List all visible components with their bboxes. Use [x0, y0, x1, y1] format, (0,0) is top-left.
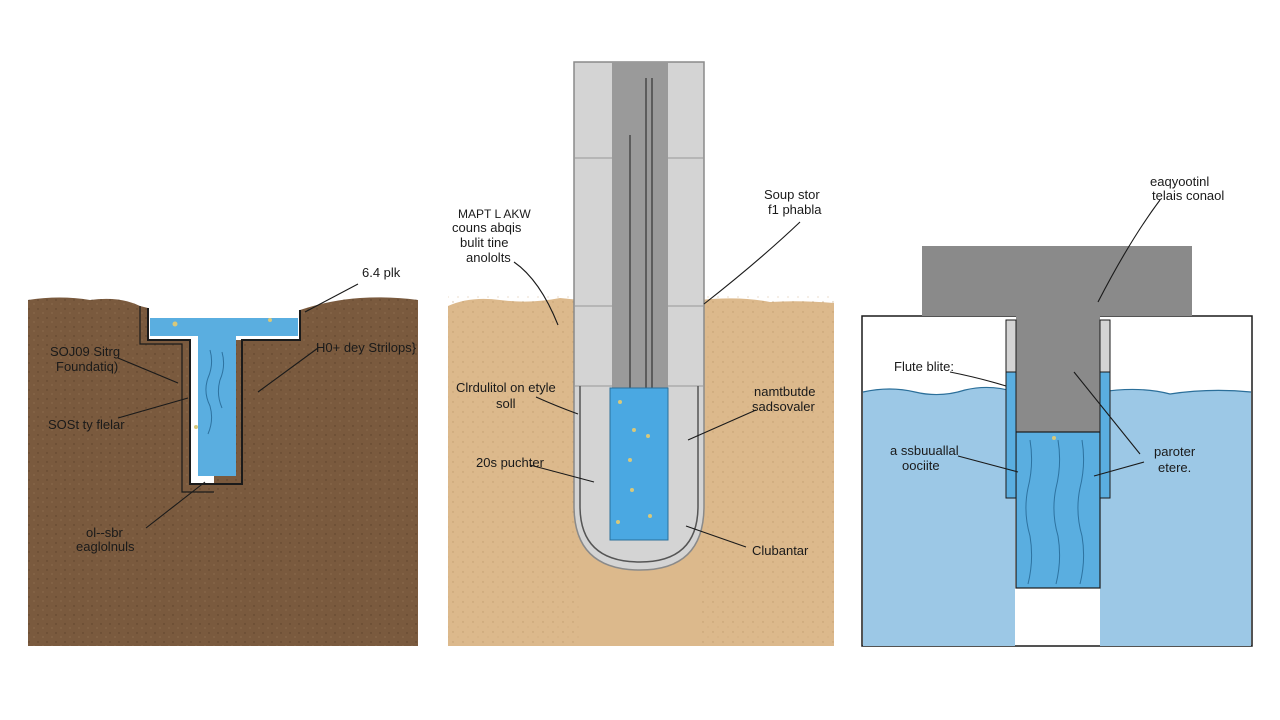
pier-shaft: [1015, 431, 1101, 589]
panel-strip-footing: 6.4 plk H0+ dey Strilops} SOJ09 Sitrg Fo…: [28, 265, 418, 646]
pier-cap: [922, 246, 1192, 316]
label-etere: etere.: [1158, 460, 1191, 475]
label-sbr-1: ol--sbr: [86, 525, 124, 540]
label-6-4-plk: 6.4 plk: [362, 265, 401, 280]
pier-column: [1016, 316, 1100, 432]
label-namtbutde: namtbutde: [754, 384, 815, 399]
label-soll: soll: [496, 396, 516, 411]
label-flute: Flute blite:: [894, 359, 954, 374]
label-sadsovaler: sadsovaler: [752, 399, 816, 414]
label-mapt: MAPT L AKW: [458, 207, 531, 221]
label-bulit: bulit tine: [460, 235, 508, 250]
shaft-water: [609, 387, 669, 541]
label-anololts: anololts: [466, 250, 511, 265]
label-ssbuuallal: a ssbuuallal: [890, 443, 959, 458]
label-couns: couns abqis: [452, 220, 522, 235]
label-footing-2: Foundatiq): [56, 359, 118, 374]
label-footing-1: SOJ09 Sitrg: [50, 344, 120, 359]
panel-drilled-shaft: MAPT L AKW couns abqis bulit tine anolol…: [448, 61, 834, 646]
label-clubantar: Clubantar: [752, 543, 809, 558]
label-strilops: H0+ dey Strilops}: [316, 340, 417, 355]
label-oociite: oociite: [902, 458, 940, 473]
label-paroter: paroter: [1154, 444, 1196, 459]
panel-water-pile: eaqyootinl telais conaol Flute blite: a …: [861, 174, 1253, 647]
steel-column: [612, 62, 668, 388]
label-flelar: SOSt ty flelar: [48, 417, 125, 432]
label-eaqyootinl: eaqyootinl: [1150, 174, 1209, 189]
trench-water: [150, 318, 298, 476]
water-body: [863, 387, 1251, 646]
label-puchter: 20s puchter: [476, 455, 545, 470]
label-telais: telais conaol: [1152, 188, 1224, 203]
trench-outline: [147, 308, 301, 485]
label-phabla: f1 phabla: [768, 202, 822, 217]
label-clrdulitol: Clrdulitol on etyle: [456, 380, 556, 395]
label-sbr-2: eaglolnuls: [76, 539, 135, 554]
label-soup-stor: Soup stor: [764, 187, 820, 202]
